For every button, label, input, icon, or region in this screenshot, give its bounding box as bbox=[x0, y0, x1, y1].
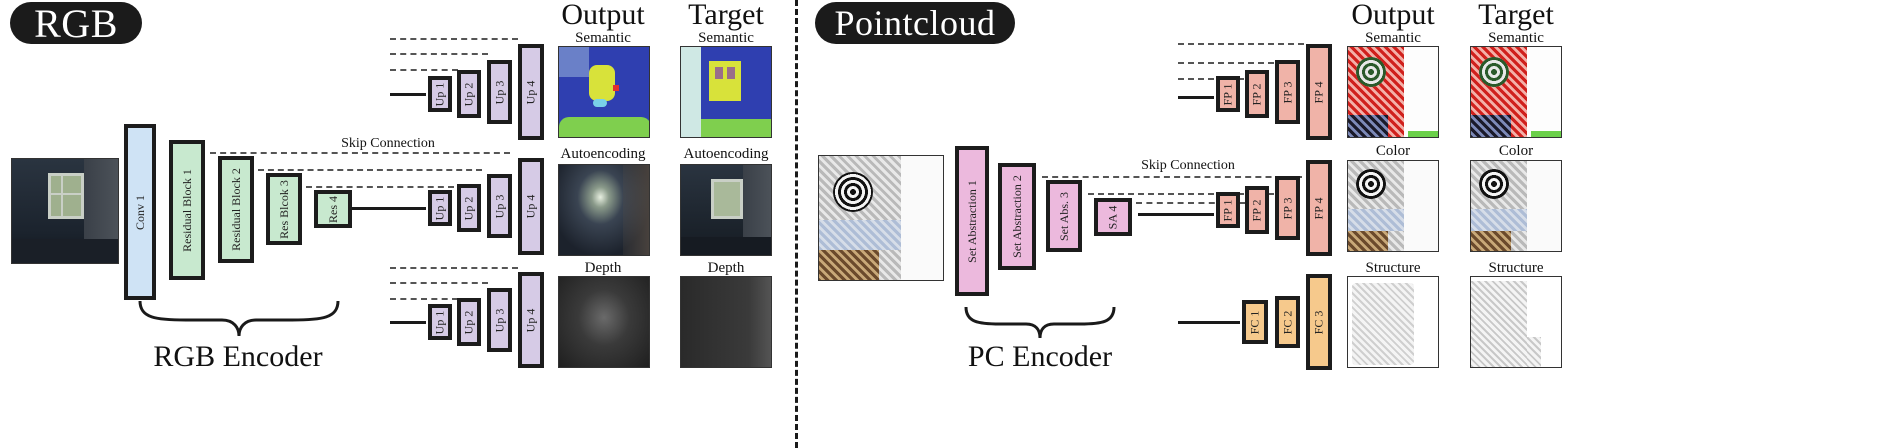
pointcloud-title: Pointcloud bbox=[815, 2, 1015, 44]
pc-target-color-label: Color bbox=[1498, 143, 1534, 159]
set-abstraction-2: Set Abstraction 2 bbox=[998, 163, 1036, 270]
pc-sem-dash-3 bbox=[1178, 78, 1244, 80]
rgb-semantic-output-image bbox=[558, 46, 650, 138]
pc-target-header: Target bbox=[1478, 0, 1554, 31]
rgb-ae-up-1: Up 1 bbox=[428, 190, 452, 226]
rgb-skip-dash-2 bbox=[258, 169, 482, 171]
rgb-depth-target-image bbox=[680, 276, 772, 368]
rgb-depth-up-1: Up 1 bbox=[428, 304, 452, 340]
rgb-ae-up-3: Up 3 bbox=[487, 174, 512, 238]
pc-structure-connector bbox=[1178, 321, 1240, 324]
pc-output-structure-label: Structure bbox=[1365, 260, 1421, 276]
conv-1-block: Conv 1 bbox=[124, 124, 156, 300]
pc-color-fp-4: FP 4 bbox=[1306, 160, 1332, 256]
rgb-sem-up-2: Up 2 bbox=[457, 70, 481, 118]
set-abstraction-3: Set Abs. 3 bbox=[1046, 180, 1082, 252]
rgb-target-semantic-label: Semantic bbox=[698, 30, 754, 46]
pc-target-semantic-label: Semantic bbox=[1488, 30, 1544, 46]
rgb-sem-up-1: Up 1 bbox=[428, 76, 452, 112]
residual-block-2: Residual Block 2 bbox=[218, 156, 254, 263]
rgb-sem-up-4: Up 4 bbox=[518, 44, 544, 140]
rgb-depth-up-3: Up 3 bbox=[487, 288, 512, 352]
rgb-autoencoding-target-image bbox=[680, 164, 772, 256]
pc-encoder-label: PC Encoder bbox=[967, 340, 1113, 373]
pc-sem-fp-3: FP 3 bbox=[1275, 60, 1300, 124]
pc-output-color-label: Color bbox=[1375, 143, 1411, 159]
rgb-ae-up-2: Up 2 bbox=[457, 184, 481, 232]
rgb-sem-dash-1 bbox=[390, 38, 518, 40]
pc-color-target-image bbox=[1470, 160, 1562, 252]
rgb-encoder-label: RGB Encoder bbox=[153, 340, 323, 373]
pc-semantic-output-image bbox=[1347, 46, 1439, 138]
pc-sem-connector bbox=[1178, 96, 1214, 99]
rgb-input-image bbox=[11, 158, 119, 264]
rgb-title: RGB bbox=[10, 1, 142, 46]
rgb-sem-dash-2 bbox=[390, 53, 488, 55]
fc-2-block: FC 2 bbox=[1275, 296, 1300, 348]
pc-encoder-brace bbox=[964, 306, 1116, 339]
rgb-depth-dash-2 bbox=[390, 282, 488, 284]
rgb-skip-dash-3 bbox=[306, 186, 454, 188]
rgb-output-header: Output bbox=[561, 0, 645, 31]
sa-4-block: SA 4 bbox=[1094, 198, 1132, 236]
pc-structure-output-image bbox=[1347, 276, 1439, 368]
pc-output-semantic-label: Semantic bbox=[1365, 30, 1421, 46]
residual-block-1: Residual Block 1 bbox=[169, 140, 205, 280]
rgb-depth-up-4: Up 4 bbox=[518, 272, 544, 368]
rgb-ae-up-4: Up 4 bbox=[518, 158, 544, 255]
pc-target-structure-label: Structure bbox=[1488, 260, 1544, 276]
rgb-depth-dash-1 bbox=[390, 267, 518, 269]
rgb-depth-up-2: Up 2 bbox=[457, 298, 481, 346]
pc-skip-connection-label: Skip Connection bbox=[1141, 158, 1235, 173]
rgb-target-depth-label: Depth bbox=[707, 260, 745, 276]
pc-color-fp-2: FP 2 bbox=[1245, 186, 1269, 234]
rgb-depth-output-image bbox=[558, 276, 650, 368]
res-4-block: Res 4 bbox=[314, 190, 352, 228]
pc-sem-fp-1: FP 1 bbox=[1216, 76, 1240, 112]
pc-sem-dash-2 bbox=[1178, 62, 1274, 64]
rgb-depth-connector bbox=[390, 321, 426, 324]
rgb-ae-connector bbox=[352, 207, 426, 210]
section-divider bbox=[795, 0, 798, 448]
pc-sem-dash-1 bbox=[1178, 43, 1304, 45]
rgb-autoencoding-output-image bbox=[558, 164, 650, 256]
fc-1-block: FC 1 bbox=[1242, 300, 1268, 344]
fc-3-block: FC 3 bbox=[1306, 274, 1332, 370]
pc-color-fp-3: FP 3 bbox=[1275, 176, 1300, 240]
pc-output-header: Output bbox=[1351, 0, 1435, 31]
set-abstraction-1: Set Abstraction 1 bbox=[955, 146, 989, 296]
pc-color-fp-1: FP 1 bbox=[1216, 192, 1240, 228]
rgb-semantic-target-image bbox=[680, 46, 772, 138]
pc-input-image bbox=[818, 155, 944, 281]
rgb-sem-connector bbox=[390, 93, 426, 96]
rgb-skip-dash-1 bbox=[210, 152, 510, 154]
rgb-output-autoencoding-label: Autoencoding bbox=[560, 146, 646, 162]
rgb-output-depth-label: Depth bbox=[584, 260, 622, 276]
pc-sem-fp-4: FP 4 bbox=[1306, 44, 1332, 140]
rgb-sem-dash-3 bbox=[390, 69, 458, 71]
pc-skip-dash-2 bbox=[1088, 193, 1274, 195]
rgb-skip-connection-label: Skip Connection bbox=[341, 136, 435, 151]
pc-skip-dash-1 bbox=[1042, 176, 1302, 178]
res-block-3: Res Blcok 3 bbox=[266, 173, 302, 245]
pc-skip-dash-3 bbox=[1136, 202, 1246, 204]
rgb-sem-up-3: Up 3 bbox=[487, 60, 512, 124]
pc-semantic-target-image bbox=[1470, 46, 1562, 138]
rgb-depth-dash-3 bbox=[390, 298, 458, 300]
pc-color-connector bbox=[1138, 213, 1214, 216]
rgb-target-header: Target bbox=[688, 0, 764, 31]
pc-color-output-image bbox=[1347, 160, 1439, 252]
rgb-target-autoencoding-label: Autoencoding bbox=[683, 146, 769, 162]
pc-structure-target-image bbox=[1470, 276, 1562, 368]
rgb-output-semantic-label: Semantic bbox=[575, 30, 631, 46]
rgb-encoder-brace bbox=[138, 300, 340, 337]
pc-sem-fp-2: FP 2 bbox=[1245, 70, 1269, 118]
